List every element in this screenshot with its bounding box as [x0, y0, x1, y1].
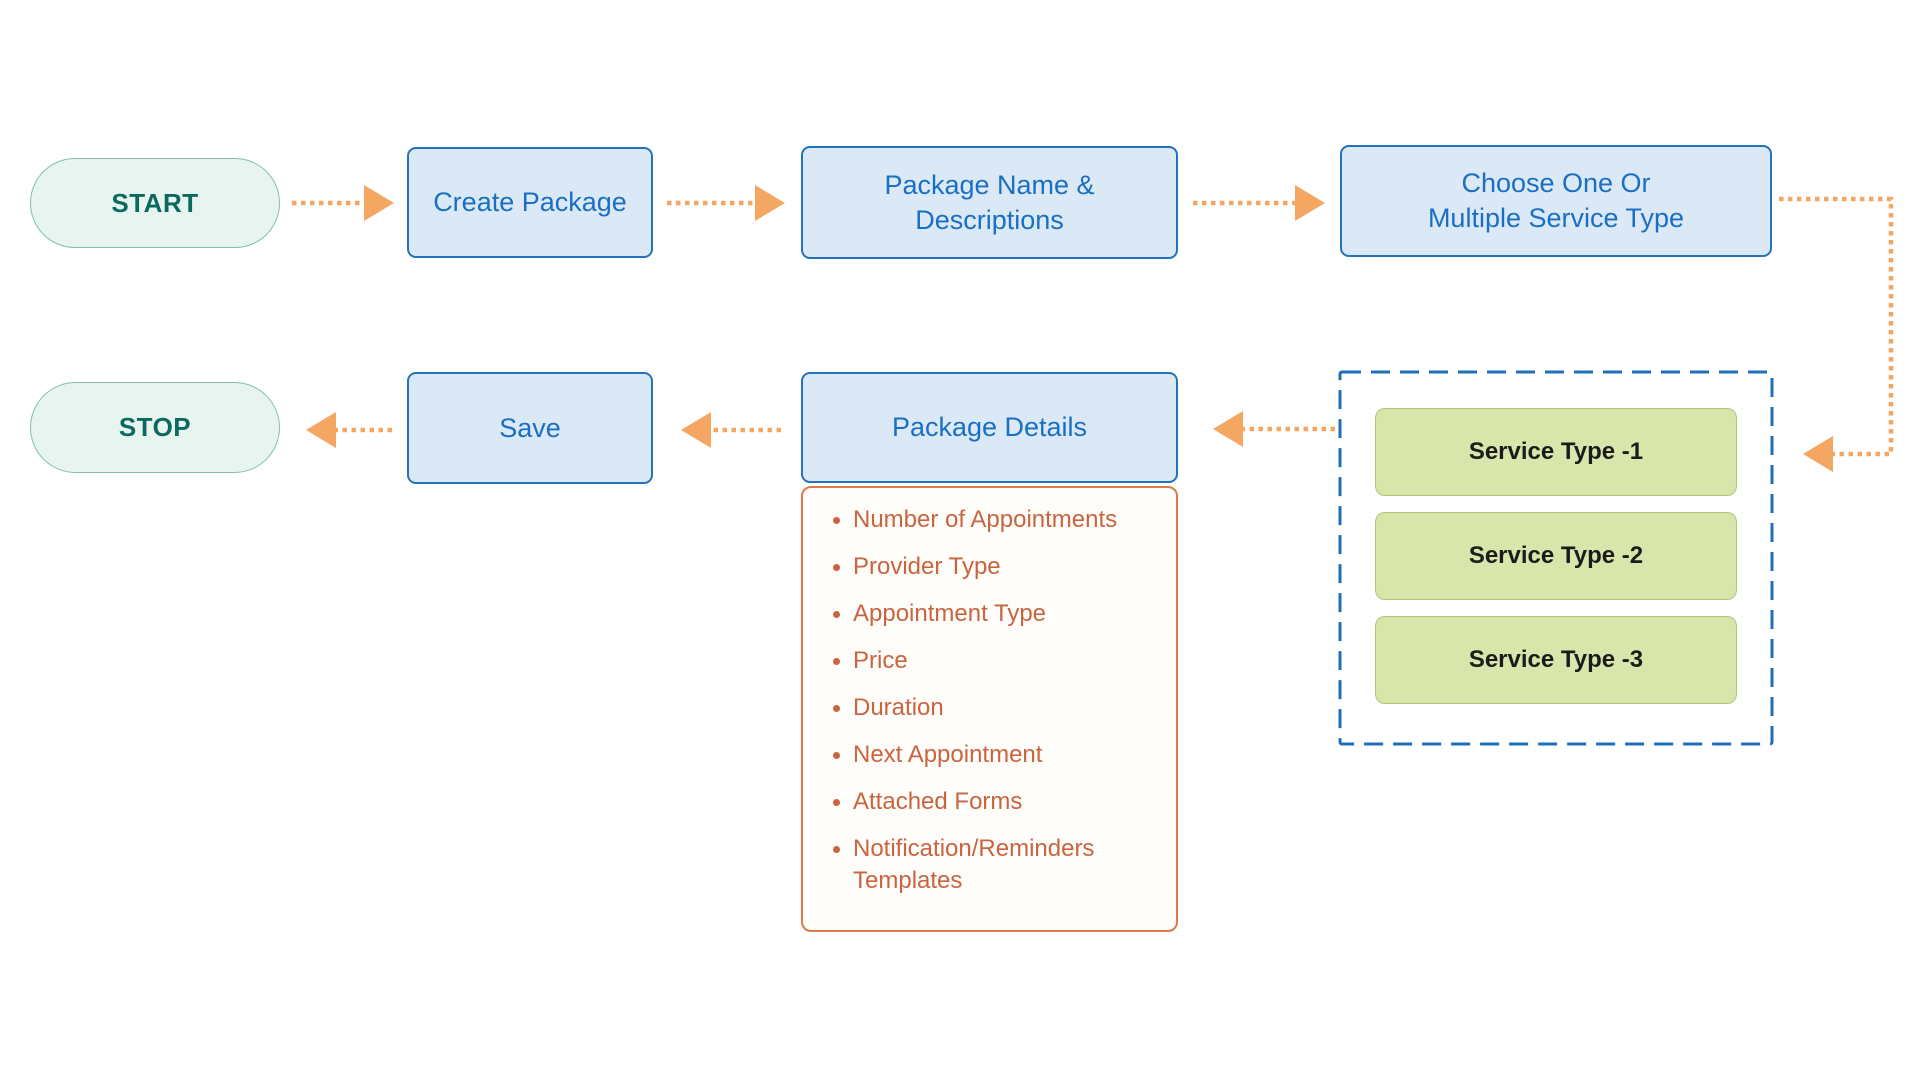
package-details-node: Package Details — [801, 372, 1178, 483]
arrow-choose-service-to-service-group — [1779, 196, 1894, 472]
create-package-node: Create Package — [407, 147, 653, 258]
package-details-list: Number of Appointments Provider Type App… — [801, 486, 1178, 932]
service-type-3-node: Service Type -3 — [1375, 616, 1737, 704]
arrow-create-package-to-package-name — [667, 185, 785, 221]
stop-label: STOP — [118, 412, 192, 442]
service-group-dashed-border — [1338, 370, 1774, 746]
package-details-items: Number of Appointments Provider Type App… — [803, 488, 1176, 915]
service-type-1-label: Service Type -1 — [1468, 438, 1644, 465]
list-item: Price — [853, 645, 1156, 677]
arrow-package-details-to-save — [681, 412, 781, 448]
list-item: Number of Appointments — [853, 504, 1156, 536]
start-label: START — [111, 187, 199, 218]
list-item: Duration — [853, 692, 1156, 724]
start-node: START — [30, 158, 280, 248]
choose-service-node: Choose One Or Multiple Service Type — [1340, 145, 1772, 257]
save-node: Save — [407, 372, 653, 484]
save-label: Save — [499, 412, 561, 443]
service-type-1-node: Service Type -1 — [1375, 408, 1737, 496]
arrow-package-name-to-choose-service — [1193, 185, 1325, 221]
create-package-label: Create Package — [433, 187, 627, 217]
arrow-start-to-create-package — [292, 185, 394, 221]
package-name-node: Package Name & Descriptions — [801, 146, 1178, 259]
stop-node: STOP — [30, 382, 280, 473]
choose-service-label: Choose One Or Multiple Service Type — [1427, 168, 1685, 233]
list-item: Next Appointment — [853, 739, 1156, 771]
service-type-2-node: Service Type -2 — [1375, 512, 1737, 600]
package-details-label: Package Details — [891, 412, 1088, 442]
list-item: Notification/Reminders Templates — [853, 833, 1156, 897]
list-item: Appointment Type — [853, 598, 1156, 630]
service-type-3-label: Service Type -3 — [1468, 646, 1644, 673]
list-item: Attached Forms — [853, 786, 1156, 818]
arrow-service-group-to-package-details — [1213, 411, 1335, 447]
service-type-2-label: Service Type -2 — [1468, 542, 1644, 569]
arrow-save-to-stop — [306, 412, 392, 448]
package-name-label: Package Name & Descriptions — [884, 169, 1095, 235]
list-item: Provider Type — [853, 551, 1156, 583]
